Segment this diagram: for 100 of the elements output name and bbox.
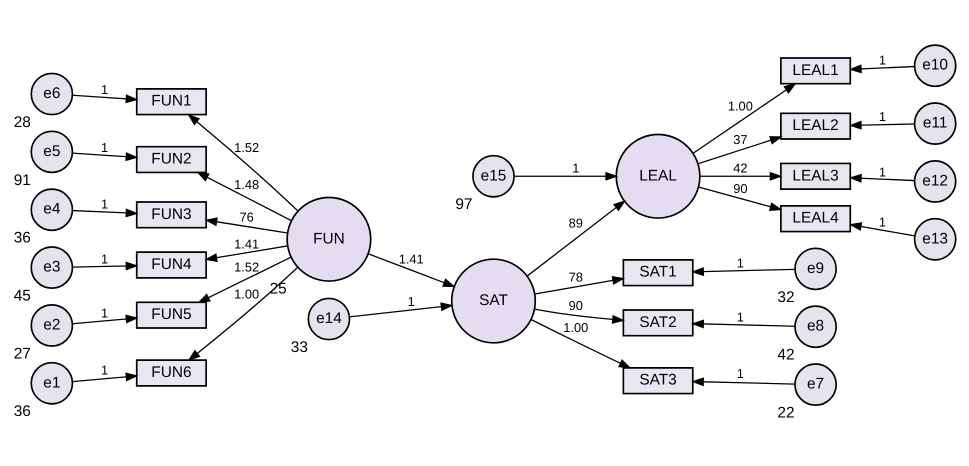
node-circle: e10 (914, 44, 957, 87)
edge-label: 1.00 (234, 286, 260, 301)
arrow (698, 186, 783, 210)
node-label: 36 (14, 229, 31, 246)
node-label: 27 (14, 344, 31, 362)
node-circle: FUN (286, 196, 372, 282)
node-circle: e7 (794, 362, 837, 406)
arrow (698, 136, 783, 164)
edge-label: 76 (239, 208, 254, 224)
arrow (187, 113, 298, 211)
edge-label: 1.00 (728, 98, 753, 114)
arrow (848, 120, 914, 130)
edge-label: 89 (568, 215, 583, 230)
edge-label: 1 (736, 255, 744, 270)
arrow (72, 372, 139, 382)
edge-label: 1 (878, 52, 886, 67)
edge-label: 90 (568, 298, 583, 312)
node-label: 33 (290, 338, 308, 356)
arrow (534, 276, 626, 294)
arrow (526, 199, 626, 276)
edge-label: 1 (736, 366, 744, 381)
node-circle: e3 (30, 246, 74, 288)
node-circle: LEAL (615, 133, 701, 218)
node-label: 28 (14, 113, 31, 130)
arrow (204, 216, 288, 234)
node-box: SAT3 (622, 366, 694, 394)
node-label: 97 (455, 196, 472, 213)
edge-label: 1 (100, 251, 108, 266)
edge-label: 1 (100, 82, 108, 96)
edge-label: 90 (733, 180, 748, 196)
arrow (691, 318, 795, 328)
arrow (514, 171, 618, 180)
node-label: 91 (14, 171, 31, 188)
node-circle: SAT (450, 258, 536, 344)
arrow (204, 244, 288, 262)
node-box: FUN2 (136, 145, 207, 173)
edge-label: 1 (100, 196, 108, 211)
node-circle: e11 (914, 102, 957, 144)
arrow (534, 308, 625, 324)
arrow (368, 252, 456, 287)
node-box: LEAL1 (780, 56, 852, 84)
node-circle: e5 (30, 130, 74, 173)
node-circle: e12 (914, 160, 957, 202)
edge-label: 1 (878, 164, 886, 179)
arrow (72, 208, 139, 217)
edge-label: 1 (878, 108, 886, 124)
node-box: LEAL2 (780, 112, 852, 140)
edge-label: 42 (733, 160, 748, 175)
edge-label: 1 (408, 294, 415, 309)
node-circle: e13 (914, 217, 957, 260)
node-box: FUN5 (136, 300, 207, 328)
node-label: 22 (777, 404, 795, 421)
node-label: 36 (14, 402, 31, 420)
edge-label: 1 (878, 214, 886, 229)
arrow (700, 171, 783, 180)
node-circle: e4 (30, 188, 74, 231)
arrow (197, 256, 292, 303)
node-box: FUN1 (136, 88, 207, 115)
arrow (72, 260, 139, 270)
node-circle: e6 (30, 72, 74, 115)
node-circle: e14 (308, 297, 350, 340)
arrow (848, 222, 915, 236)
arrow (72, 314, 139, 324)
edge-label: 1.52 (234, 139, 260, 154)
node-box: SAT2 (622, 308, 694, 336)
node-circle: e1 (30, 361, 74, 404)
node-circle: e15 (472, 154, 515, 198)
arrow (530, 318, 632, 368)
edge-label: 1 (100, 139, 108, 154)
edge-label: 1.00 (563, 319, 588, 334)
arrow (848, 64, 914, 73)
edge-label: 37 (733, 132, 748, 147)
node-box: FUN6 (136, 358, 207, 386)
edge-label: 1 (736, 309, 744, 324)
arrow (692, 82, 797, 154)
edge-label: 1 (100, 305, 108, 320)
node-circle: e9 (794, 246, 837, 290)
arrow (349, 302, 454, 317)
edge-label: 1 (572, 160, 580, 175)
arrow (196, 171, 292, 221)
arrow (188, 266, 298, 361)
arrow (72, 94, 139, 103)
edge-label: 1.48 (234, 176, 260, 192)
edge-label: 1.41 (398, 251, 424, 266)
edge-label: 1 (100, 362, 108, 377)
node-label: 45 (14, 286, 31, 304)
node-label: 42 (777, 346, 795, 364)
arrow (72, 152, 139, 161)
node-circle: e8 (794, 304, 837, 348)
node-box: FUN3 (136, 200, 207, 228)
arrow (848, 173, 914, 182)
arrow (691, 266, 795, 276)
edge-label: 1.41 (234, 236, 260, 251)
node-box: FUN4 (136, 250, 207, 278)
node-box: LEAL3 (780, 162, 852, 190)
node-box: LEAL4 (780, 204, 852, 232)
node-label: 32 (777, 288, 795, 306)
edge-label: 1.52 (234, 258, 260, 274)
node-circle: e2 (30, 304, 74, 346)
edge-label: 78 (568, 269, 583, 284)
